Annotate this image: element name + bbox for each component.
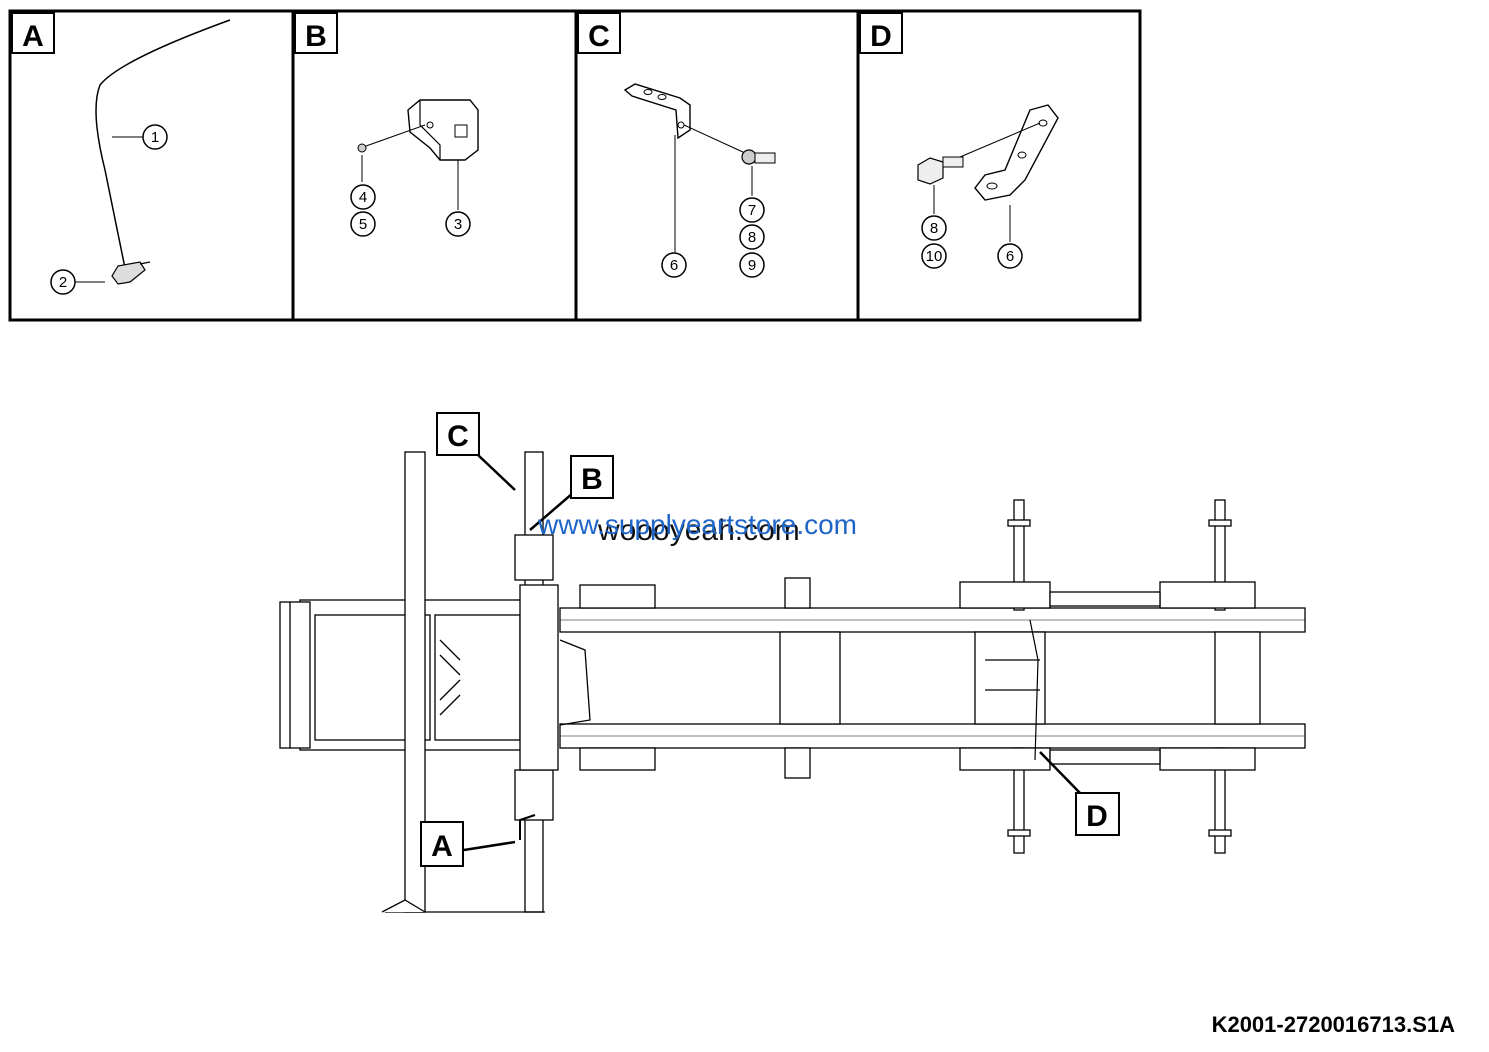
chassis-drawing — [279, 451, 1306, 913]
watermark-secondary: woooyeah.com — [597, 514, 800, 547]
main-callout-a: A — [420, 821, 464, 867]
detail-panel-a: A 1 2 — [8, 9, 295, 322]
callout-8-d: 8 — [930, 220, 938, 237]
panel-d-label: D — [870, 20, 892, 53]
callout-7: 7 — [748, 202, 756, 219]
panel-a-label: A — [22, 20, 44, 53]
detail-panel-b: B 4 5 3 — [291, 9, 578, 322]
main-label-c: C — [447, 420, 469, 453]
detail-panel-d: D 8 10 6 — [856, 9, 1142, 322]
callout-1: 1 — [151, 129, 159, 146]
main-label-d: D — [1086, 800, 1108, 833]
callout-6: 6 — [670, 257, 678, 274]
callout-9: 9 — [748, 257, 756, 274]
callout-10: 10 — [926, 248, 943, 265]
watermark-primary: www.supplyeartstore.com — [537, 509, 857, 540]
panel-b-label: B — [305, 20, 327, 53]
callout-4: 4 — [359, 189, 367, 206]
drawing-code: K2001-2720016713.S1A — [1212, 1012, 1456, 1037]
main-label-b: B — [581, 463, 603, 496]
main-callout-d: D — [1075, 792, 1120, 836]
callout-3: 3 — [454, 216, 462, 233]
main-label-a: A — [431, 830, 453, 863]
panel-c-label: C — [588, 20, 610, 53]
callout-5: 5 — [359, 216, 367, 233]
main-callout-b: B — [570, 455, 614, 499]
callout-6-d: 6 — [1006, 248, 1014, 265]
detail-panel-c: C 6 7 8 9 — [574, 9, 860, 322]
callout-8: 8 — [748, 229, 756, 246]
callout-2: 2 — [59, 274, 67, 291]
main-callout-c: C — [436, 412, 480, 456]
